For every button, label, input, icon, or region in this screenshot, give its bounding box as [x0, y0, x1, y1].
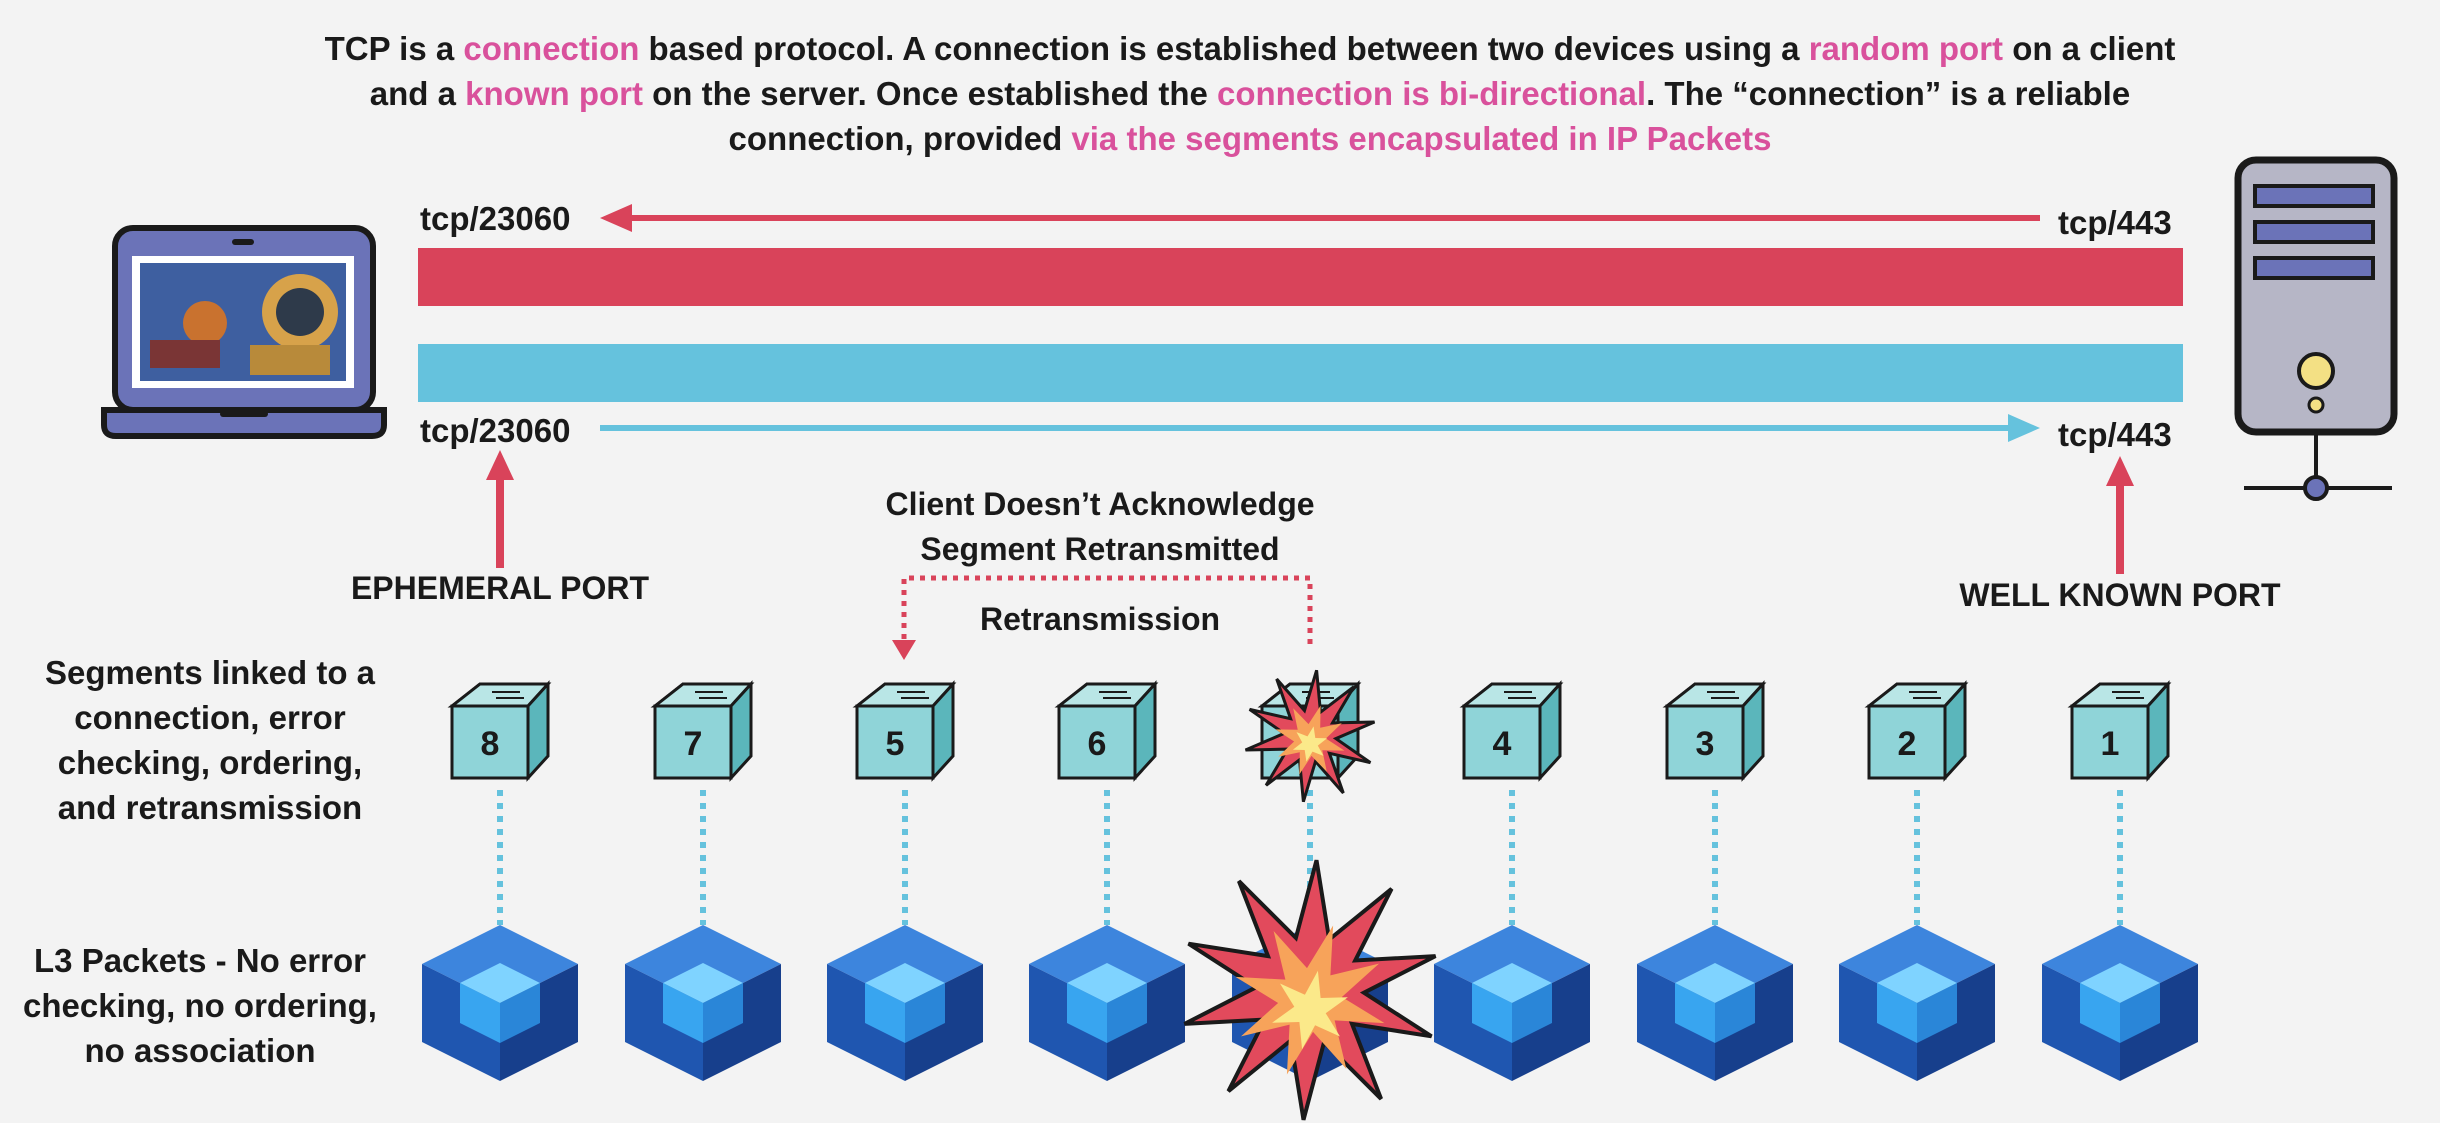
intro-highlight-bidirectional: connection is bi-directional: [1217, 75, 1647, 112]
l3-packet: [1029, 925, 1185, 1081]
intro-part-3: on a client and a: [369, 30, 2176, 112]
packet-explosion-icon: [1183, 859, 1437, 1121]
intro-highlight-known-port: known port: [465, 75, 643, 112]
l3-packet: [422, 925, 578, 1081]
well-known-port-pointer-head: [2106, 456, 2134, 486]
client-port-bottom: tcp/23060: [420, 412, 571, 449]
tcp-segment: 8: [447, 680, 552, 782]
l3-packet: [2042, 925, 2198, 1081]
intro-highlight-connection: connection: [463, 30, 640, 67]
tcp-segment: 3: [1662, 680, 1767, 782]
server-port-top: tcp/443: [2058, 204, 2172, 241]
server-to-client-band: [418, 248, 2183, 306]
tcp-segment: 5: [852, 680, 957, 782]
client-ack-label: Client Doesn’t Acknowledge: [885, 486, 1315, 522]
retransmission-label: Retransmission: [979, 601, 1221, 637]
server-to-client-arrowhead: [600, 204, 632, 232]
laptop-icon: [101, 225, 387, 439]
l3-packet: [1839, 925, 1995, 1081]
tcp-segment: 6: [1054, 680, 1159, 782]
intro-highlight-random-port: random port: [1808, 30, 2004, 67]
segment-number: 8: [481, 725, 500, 763]
packets-description: L3 Packets - No error checking, no order…: [23, 942, 377, 1069]
tcp-segment: 4: [1459, 680, 1564, 782]
server-port-bottom: tcp/443: [2058, 416, 2172, 453]
client-port-top: tcp/23060: [420, 200, 571, 237]
segment-number: 2: [1898, 725, 1917, 763]
l3-packet: [625, 925, 781, 1081]
intro-part-1: TCP is a: [324, 30, 464, 67]
segment-number: 7: [684, 725, 703, 763]
well-known-port-label: WELL KNOWN PORT: [1959, 577, 2281, 613]
segment-columns: 8 7 5 6 4 3 2 1: [422, 669, 2198, 1121]
server-icon: [2234, 156, 2398, 501]
intro-part-5: . The “connection” is a reliable connect…: [728, 75, 2131, 157]
segment-explosion-icon: [1244, 669, 1376, 803]
intro-highlight-segments: via the segments encapsulated in IP Pack…: [1071, 120, 1772, 157]
segment-number: 6: [1088, 725, 1107, 763]
l3-packet: [1637, 925, 1793, 1081]
segment-retransmitted-label: Segment Retransmitted: [920, 531, 1280, 567]
ephemeral-port-pointer-head: [486, 450, 514, 480]
segment-number: 1: [2101, 725, 2120, 763]
intro-text: TCP is a connection based protocol. A co…: [300, 26, 2200, 161]
segment-number: 5: [886, 725, 905, 763]
intro-part-2: based protocol. A connection is establis…: [639, 30, 1809, 67]
segment-number: 3: [1696, 725, 1715, 763]
l3-packet: [827, 925, 983, 1081]
l3-packet: [1434, 925, 1590, 1081]
tcp-segment: 7: [650, 680, 755, 782]
segments-description: Segments linked to a connection, error c…: [44, 654, 376, 826]
intro-part-4: on the server. Once established the: [642, 75, 1218, 112]
segment-number: 4: [1493, 725, 1512, 763]
retransmission-path: [901, 575, 1313, 644]
tcp-segment: 1: [2067, 680, 2172, 782]
client-to-server-arrowhead: [2008, 414, 2040, 442]
ephemeral-port-label: EPHEMERAL PORT: [350, 570, 650, 606]
retransmission-arrowhead: [892, 640, 916, 660]
tcp-segment: 2: [1864, 680, 1969, 782]
client-to-server-band: [418, 344, 2183, 402]
